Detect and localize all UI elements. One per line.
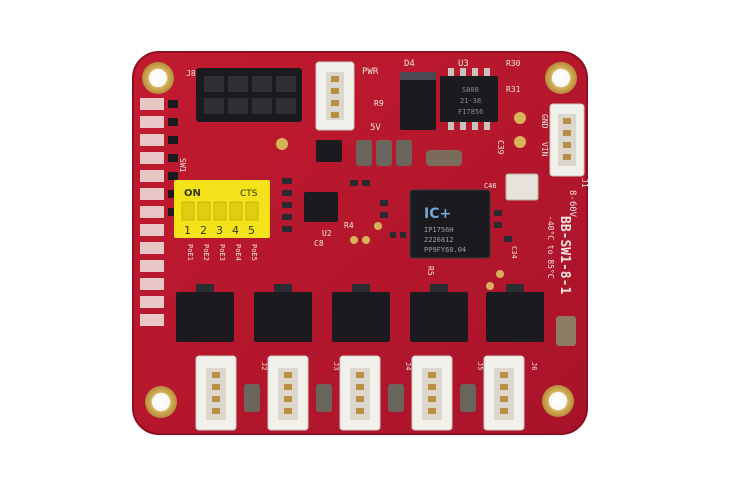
u2-chip [304, 192, 338, 222]
d4-diode [400, 72, 436, 130]
left-edge-pads [140, 98, 164, 326]
d4-stripe [400, 72, 436, 80]
u3-chip [440, 76, 498, 122]
main-chip-marking-2: 2226812 [424, 236, 454, 244]
svg-text:PoE2: PoE2 [202, 244, 210, 261]
dip-switch-levers [181, 201, 259, 221]
label-c46: C46 [484, 182, 497, 190]
transformer-row [176, 292, 544, 342]
label-j1: J1 [580, 178, 589, 188]
label-vin: VIN [540, 142, 549, 157]
board-temp-range: -40°C to 85°C [546, 216, 555, 279]
connector-top-5v-pins [331, 76, 339, 118]
mount-hole-bottom-left [145, 386, 177, 418]
dip-on-label: ON [184, 188, 201, 199]
smd-components [282, 178, 512, 242]
u3-marking-3: F17856 [458, 108, 483, 116]
label-r31: R31 [506, 85, 521, 94]
dip-num-3: 3 [216, 224, 223, 237]
u3-pins [448, 68, 490, 130]
transformer-tabs [196, 284, 524, 292]
bottom-connector-cavities [206, 368, 514, 420]
label-c34: C34 [510, 246, 518, 259]
capacitor-row [356, 140, 462, 166]
svg-text:PoE4: PoE4 [234, 244, 242, 261]
label-j6: J6 [530, 362, 538, 370]
label-r30: R30 [506, 59, 521, 68]
label-voltage: 8-60V [567, 190, 577, 218]
connector-top-5v-cavity [326, 72, 344, 120]
svg-text:PoE3: PoE3 [218, 244, 226, 261]
main-chip-logo: IC+ [424, 206, 451, 222]
u3-marking-2: 21-38 [460, 97, 481, 105]
gold-pads [276, 112, 526, 290]
label-u2: U2 [322, 229, 332, 238]
label-j5: J5 [476, 362, 484, 370]
label-j8: J8 [186, 69, 196, 78]
dip-brand: CTS [240, 189, 258, 199]
pcb-edge [132, 51, 588, 435]
board-name: BB-SW1-8-1 [557, 216, 572, 294]
mount-hole-top-right [545, 62, 577, 94]
dip-num-2: 2 [200, 224, 207, 237]
pcb-board [133, 52, 587, 434]
label-y1: C39 [496, 140, 505, 155]
bottom-caps [244, 384, 476, 412]
bottom-connector-pins [212, 372, 508, 414]
j8-header-slots [204, 76, 296, 114]
dip-num-1: 1 [184, 224, 191, 237]
svg-text:PoE1: PoE1 [186, 244, 194, 261]
label-d4: D4 [404, 59, 415, 69]
left-edge-resistors [168, 100, 178, 216]
connector-right-pins [563, 118, 571, 160]
label-r4: R4 [344, 221, 354, 230]
poe-labels: PoE1 PoE2 PoE3 PoE4 PoE5 [186, 244, 258, 261]
label-j4: J4 [404, 362, 412, 370]
crystal-y1 [505, 173, 539, 201]
inductor-l5 [556, 316, 576, 346]
dip-num-4: 4 [232, 224, 239, 237]
label-c8: C8 [314, 239, 324, 248]
svg-text:PoE5: PoE5 [250, 244, 258, 261]
label-5v: 5V [370, 123, 381, 133]
u3-marking-1: S008 [462, 86, 479, 94]
small-ic-top [316, 140, 342, 162]
main-chip [409, 189, 491, 259]
mount-hole-bottom-right [542, 385, 574, 417]
label-gnd: GND [540, 114, 549, 129]
mount-hole-top-left [142, 62, 174, 94]
label-r5: R5 [426, 266, 435, 276]
label-j2: J2 [260, 362, 268, 370]
label-pwr: PWR [362, 67, 379, 77]
label-j3: J3 [332, 362, 340, 370]
dip-num-5: 5 [248, 224, 255, 237]
label-u3: U3 [458, 59, 469, 69]
connector-right-cavity [558, 114, 576, 166]
label-sw1: SW1 [178, 158, 187, 173]
label-r9: R9 [374, 99, 384, 108]
main-chip-marking-3: PP9FY68.04 [424, 246, 466, 254]
main-chip-marking-1: IP1756H [424, 226, 454, 234]
